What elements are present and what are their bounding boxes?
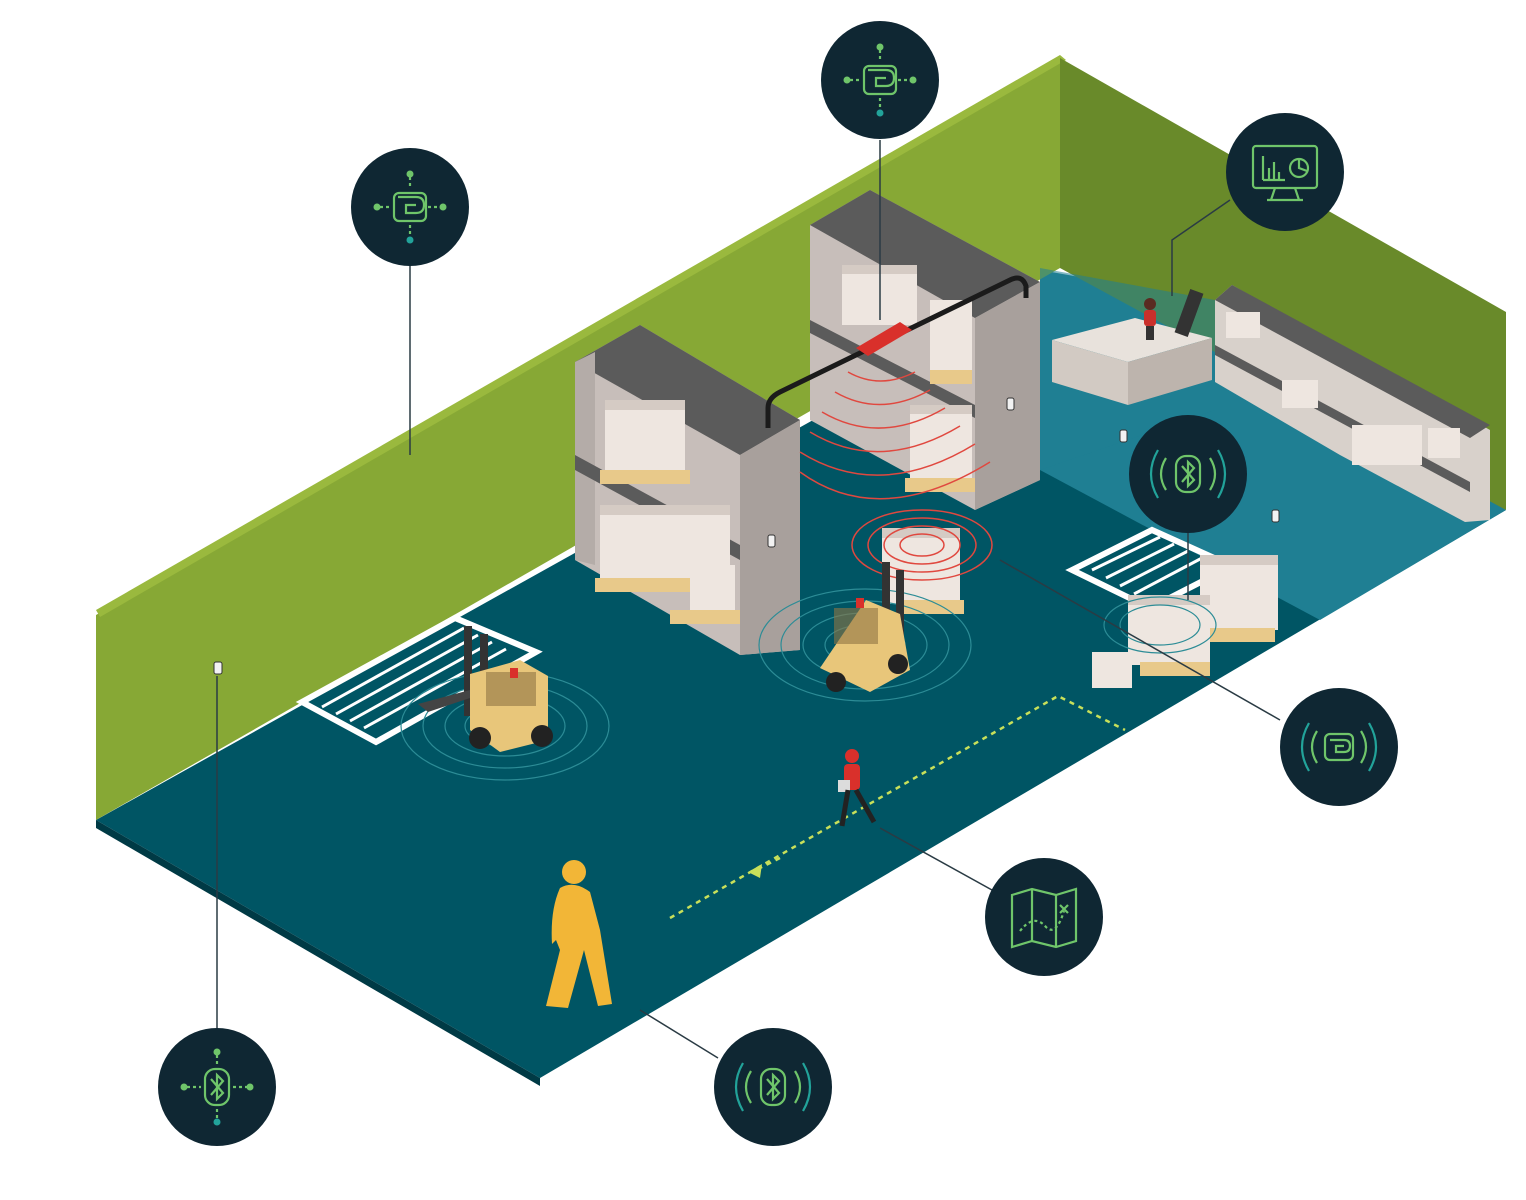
forklift-center (820, 562, 910, 692)
forklift-left (418, 626, 553, 752)
rfid-tag-icon (351, 148, 469, 266)
rfid-portal (765, 275, 1029, 428)
visitor-silhouette (546, 860, 612, 1008)
warehouse-floor-edge (96, 820, 540, 1086)
left-wall-top (96, 55, 1066, 617)
worker-with-scanner (838, 749, 877, 827)
wall-sensor (1271, 509, 1280, 523)
bluetooth-anchor-icon (158, 1028, 276, 1146)
wall-sensor (1119, 429, 1128, 443)
path-arrow (748, 864, 762, 878)
wall-sensor (213, 661, 223, 675)
office-worker (1144, 298, 1156, 340)
rfid-tag-icon (821, 21, 939, 139)
floor-pallet-center (882, 528, 964, 614)
storage-rack-left (575, 325, 800, 655)
rack-left-boxes (595, 400, 740, 624)
map-icon (985, 858, 1103, 976)
office-shelving (1215, 285, 1490, 522)
rfid-reader (856, 322, 912, 356)
bluetooth-beacon-icon (1129, 415, 1247, 533)
warehouse-floor (96, 395, 1506, 1078)
dashboard-monitor-icon (1226, 113, 1344, 231)
bluetooth-tag-icon (714, 1028, 832, 1146)
active-rfid-tag-icon (1280, 688, 1398, 806)
leader-lines (216, 140, 1281, 1059)
office-desk (1052, 288, 1212, 405)
floor-pallet-right (1092, 555, 1278, 688)
storage-rack-center (810, 190, 1040, 510)
pallet-rfid-waves (851, 509, 993, 581)
rfid-reader-waves (799, 371, 991, 500)
